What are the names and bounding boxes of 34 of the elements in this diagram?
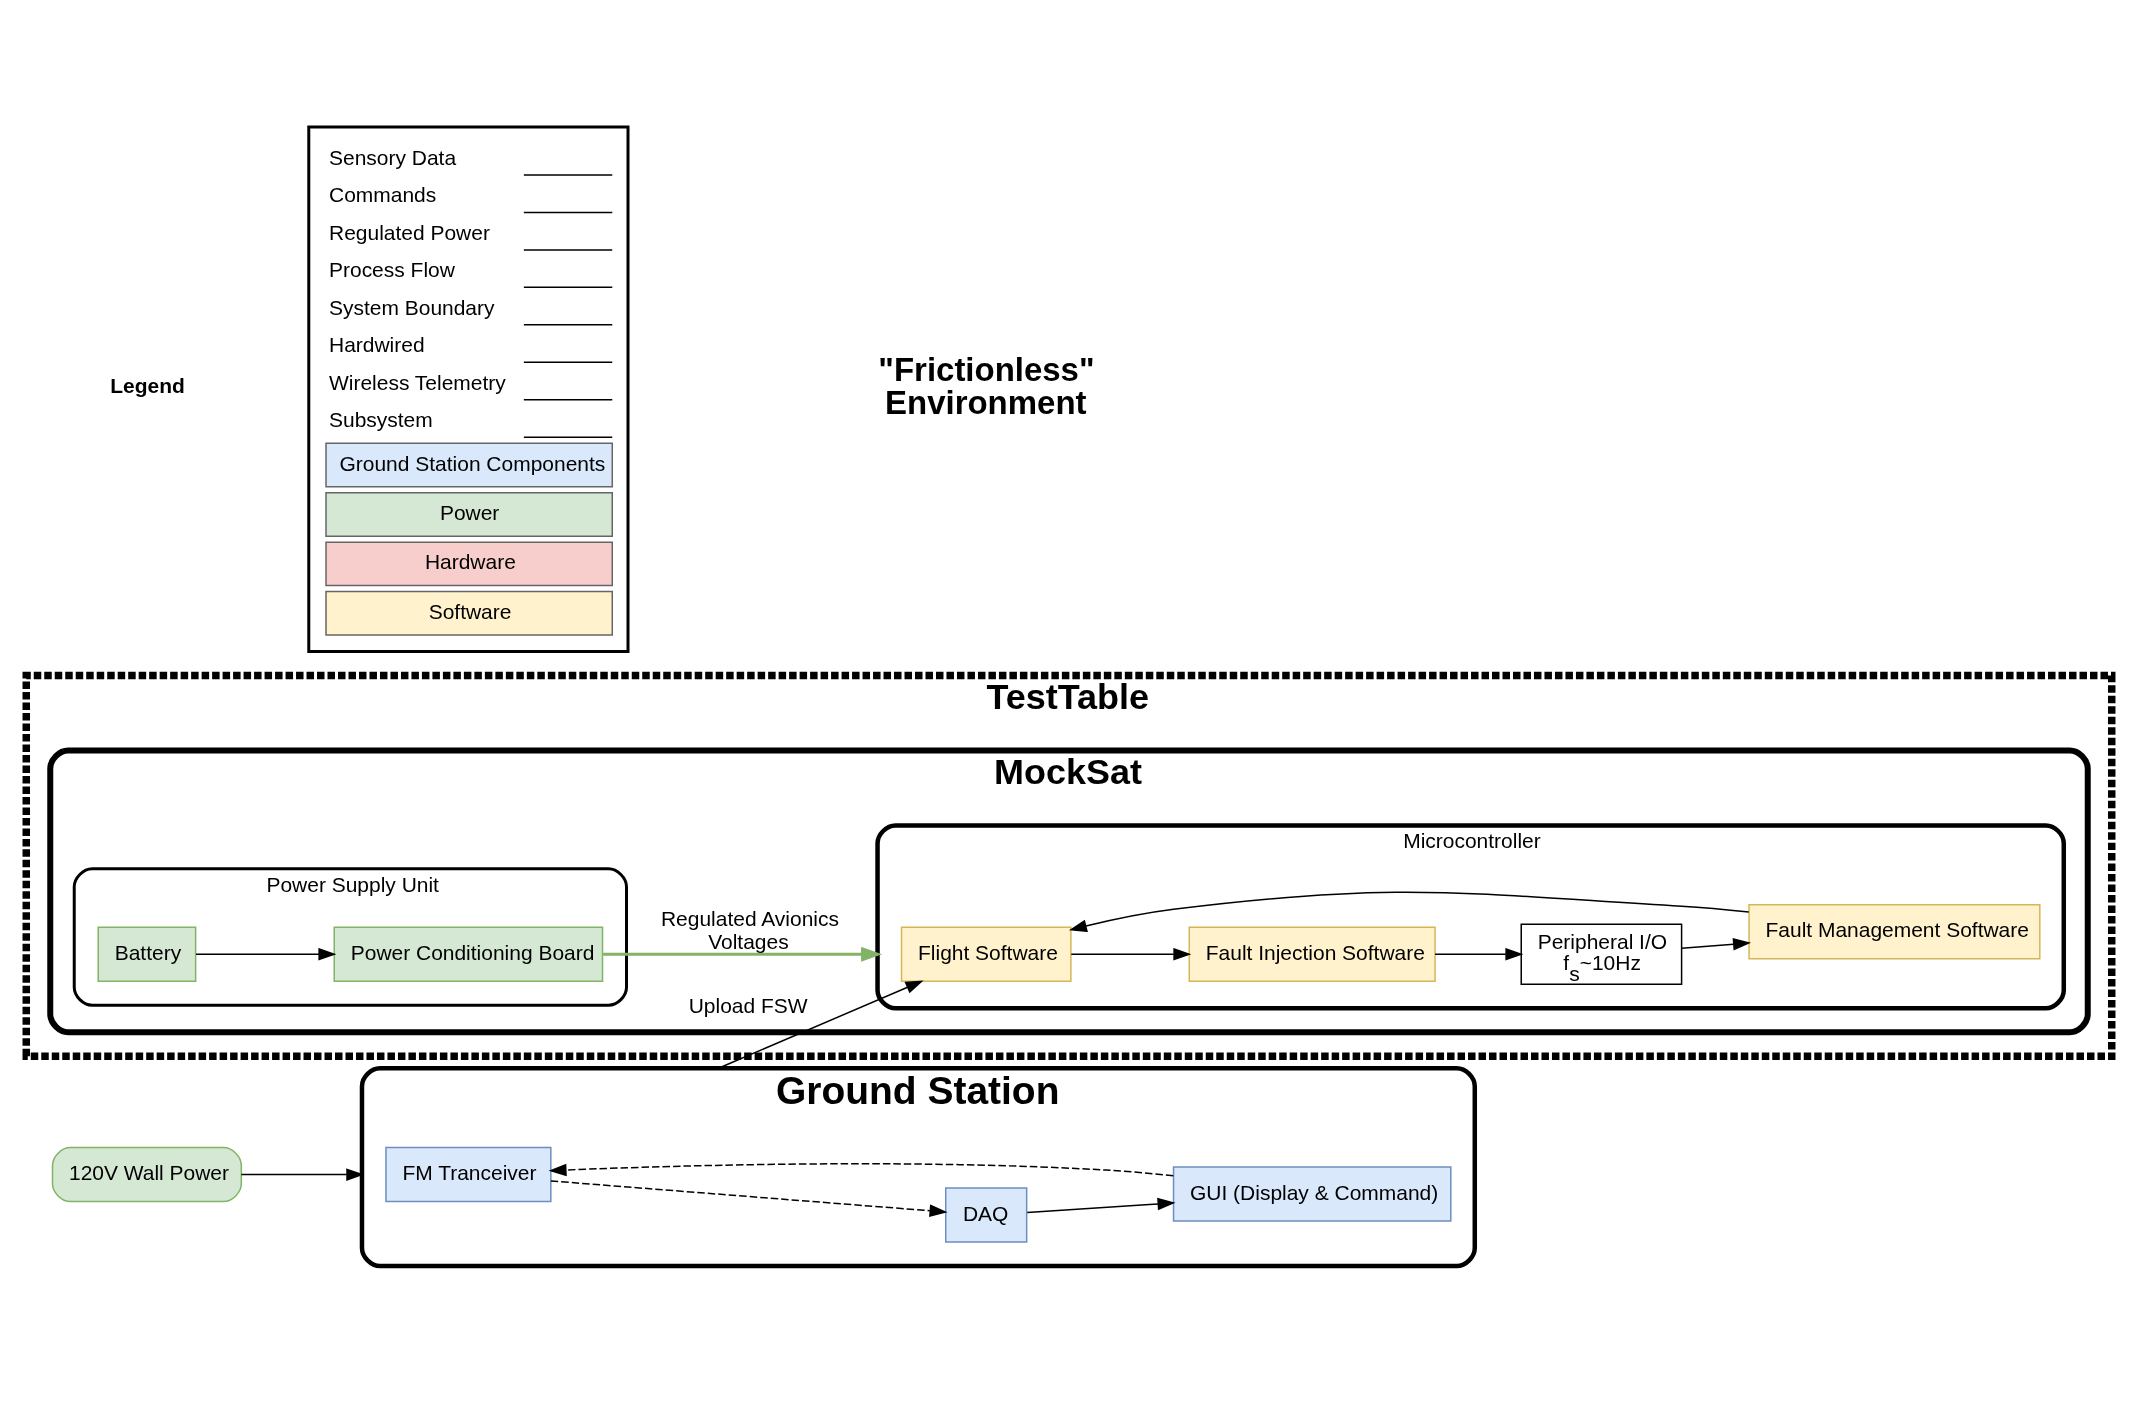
label: Legend <box>110 373 185 397</box>
arrow <box>1070 947 1192 961</box>
node-box: Fault Management Software <box>1748 903 2041 960</box>
legend-label: Software <box>428 599 512 623</box>
node-box: Battery <box>97 926 197 982</box>
arrow <box>603 946 883 962</box>
legend-label: Hardwired <box>329 332 425 356</box>
legend-label: Sensory Data <box>329 145 457 169</box>
edge-label: Upload FSW <box>688 993 808 1017</box>
node-box: 120V Wall Power <box>51 1146 243 1202</box>
legend-label: Hardware <box>424 549 516 573</box>
arrow <box>550 1179 948 1217</box>
node-box: GUI (Display & Command) <box>1172 1165 1452 1222</box>
node-box: DAQ <box>945 1186 1028 1243</box>
arrow <box>548 1162 1175 1176</box>
legend-label: Subsystem <box>329 407 433 431</box>
legend-label: Power <box>439 500 500 524</box>
node-box: Fault Injection Software <box>1188 926 1436 982</box>
legend-label: System Boundary <box>329 295 495 319</box>
legend-label: Regulated Power <box>329 220 490 244</box>
legend-label: Wireless Telemetry <box>329 370 506 394</box>
node-box: FM Tranceiver <box>385 1146 552 1202</box>
node-box: Flight Software <box>900 926 1072 982</box>
legend-label: Commands <box>329 182 437 206</box>
arrow <box>1068 891 1750 932</box>
label: "Frictionless" Environment <box>878 350 1095 421</box>
legend-label: Process Flow <box>329 257 455 281</box>
arrow <box>1026 1197 1176 1213</box>
arrow <box>1681 937 1752 950</box>
arrow <box>195 947 337 961</box>
node-box: Power Conditioning Board <box>333 926 604 982</box>
edge-label: Regulated Avionics Voltages <box>660 906 839 953</box>
legend-label: Ground Station Components <box>339 451 606 474</box>
arrow <box>1434 947 1524 961</box>
